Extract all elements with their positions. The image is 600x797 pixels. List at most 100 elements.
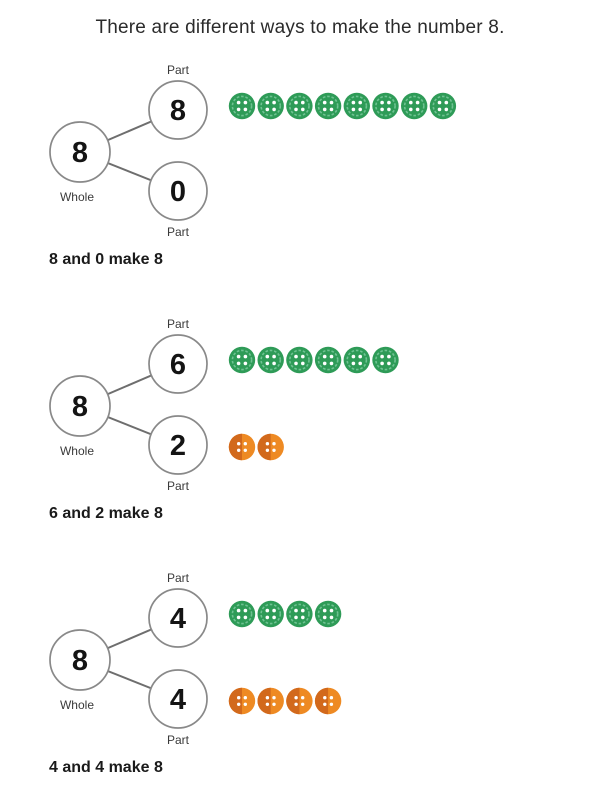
button-hole	[437, 107, 442, 112]
green-button-icon	[314, 92, 342, 120]
button-hole	[272, 702, 276, 706]
diagram-caption: 4 and 4 make 8	[49, 759, 163, 776]
button-hole	[409, 100, 413, 105]
green-button-icon	[286, 600, 313, 628]
orange-button-row	[228, 433, 284, 461]
button-hole	[387, 361, 391, 366]
button-hole	[243, 100, 248, 105]
green-button-icon	[343, 92, 370, 120]
whole-circle	[49, 375, 111, 437]
button-hole	[272, 442, 276, 446]
button-hole	[415, 100, 420, 105]
button-hole	[329, 608, 334, 613]
button-hole	[265, 608, 270, 613]
button-hole	[294, 702, 298, 706]
diagram-caption: 6 and 2 make 8	[49, 505, 163, 522]
green-button-icon	[314, 346, 342, 374]
green-button-icon	[401, 92, 428, 120]
orange-button-icon	[257, 433, 284, 461]
button-hole	[322, 354, 327, 359]
bottom-part-value: 4	[170, 684, 186, 716]
green-button-icon	[228, 92, 256, 120]
button-hole	[301, 354, 305, 359]
button-hole	[243, 702, 247, 706]
button-hole	[236, 615, 241, 620]
top-part-value: 8	[170, 95, 186, 127]
button-hole	[358, 354, 363, 359]
button-hole	[265, 696, 270, 700]
green-button-row	[228, 92, 457, 120]
button-hole	[301, 361, 305, 366]
button-hole	[409, 107, 413, 112]
button-hole	[236, 608, 241, 613]
button-hole	[265, 361, 270, 366]
top-part-circle	[148, 588, 208, 648]
top-part-circle	[148, 80, 208, 140]
button-hole	[265, 107, 270, 112]
button-hole	[265, 702, 270, 706]
orange-button-icon	[228, 687, 256, 715]
button-hole	[387, 100, 391, 105]
button-hole	[265, 615, 270, 620]
button-hole	[329, 107, 334, 112]
button-hole	[322, 100, 327, 105]
button-hole	[358, 107, 363, 112]
button-hole	[294, 361, 298, 366]
button-hole	[272, 100, 276, 105]
button-hole	[236, 107, 241, 112]
whole-value: 8	[72, 391, 88, 423]
bottom-part-circle	[148, 669, 208, 729]
whole-label: Whole	[60, 444, 94, 458]
diagram-caption: 8 and 0 make 8	[49, 251, 163, 268]
button-hole	[236, 361, 241, 366]
button-hole	[380, 100, 384, 105]
top-part-circle	[148, 334, 208, 394]
bottom-part-label: Part	[167, 733, 190, 747]
button-hole	[243, 442, 247, 446]
button-hole	[329, 354, 334, 359]
button-hole	[322, 361, 327, 366]
button-hole	[272, 615, 276, 620]
button-hole	[322, 608, 327, 613]
button-hole	[265, 442, 270, 446]
green-button-icon	[343, 346, 370, 374]
bottom-part-value: 2	[170, 430, 186, 462]
button-hole	[358, 361, 363, 366]
button-hole	[380, 361, 384, 366]
button-hole	[236, 100, 241, 105]
button-hole	[329, 615, 334, 620]
button-hole	[415, 107, 420, 112]
button-hole	[444, 100, 449, 105]
green-button-row	[228, 600, 342, 628]
button-hole	[237, 702, 241, 706]
page-title: There are different ways to make the num…	[95, 17, 505, 38]
whole-label: Whole	[60, 698, 94, 712]
button-hole	[329, 696, 334, 700]
button-hole	[380, 354, 384, 359]
green-button-icon	[286, 92, 313, 120]
button-hole	[294, 615, 298, 620]
green-button-icon	[372, 92, 399, 120]
button-hole	[265, 354, 270, 359]
green-button-icon	[257, 92, 284, 120]
button-hole	[301, 702, 305, 706]
bottom-part-label: Part	[167, 225, 190, 239]
top-part-label: Part	[167, 571, 190, 585]
button-hole	[329, 702, 334, 706]
button-hole	[351, 361, 356, 366]
button-hole	[329, 100, 334, 105]
button-hole	[272, 448, 276, 452]
top-part-value: 6	[170, 349, 186, 381]
orange-button-icon	[286, 687, 313, 715]
button-hole	[243, 615, 248, 620]
button-hole	[237, 448, 241, 452]
button-hole	[237, 696, 241, 700]
button-hole	[301, 615, 305, 620]
button-hole	[272, 107, 276, 112]
button-hole	[265, 448, 270, 452]
button-hole	[236, 354, 241, 359]
